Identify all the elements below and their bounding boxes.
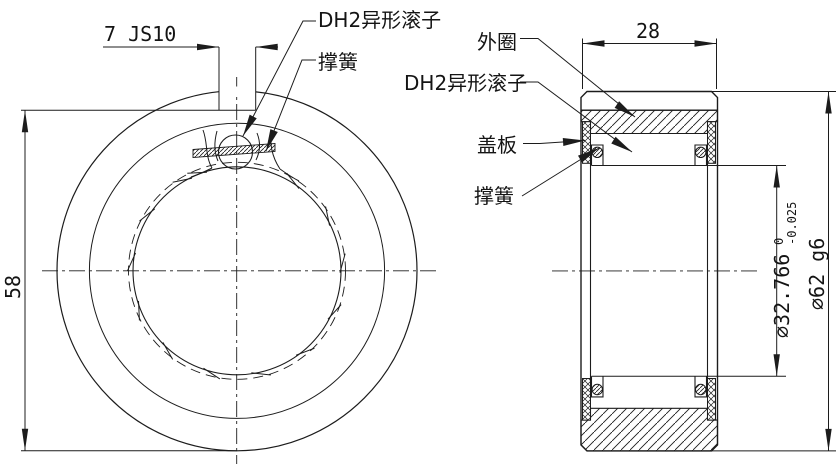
- spring-section: [695, 146, 707, 159]
- cover-plate-section: [582, 378, 591, 421]
- outer-ring-section-top: [580, 109, 719, 135]
- centerlines: [42, 77, 760, 464]
- cover-plate-section: [707, 121, 716, 164]
- spring-section: [591, 383, 603, 396]
- label-front-roller: DH2异形滚子: [318, 8, 441, 32]
- arrowheads: [21, 40, 832, 451]
- dim-bore-tol-lower: -0.025: [785, 202, 799, 245]
- label-outer-ring: 外圈: [477, 30, 517, 54]
- dim-keyway-depth-58: 58: [1, 275, 25, 299]
- section-view: [580, 90, 719, 452]
- front-view: [56, 86, 418, 452]
- dim-keyway-width: 7 JS10: [104, 22, 176, 46]
- dim-outer-diameter: ∅62 g6: [805, 238, 829, 310]
- dim-section-width-28: 28: [636, 19, 660, 43]
- label-section-spring: 撑簧: [474, 184, 514, 208]
- cover-plate-section: [582, 121, 591, 164]
- text-labels: 7 JS10 58 28 DH2异形滚子 撑簧 外圈 DH2异形滚子 盖板 撑簧…: [1, 8, 829, 338]
- spring-section: [695, 383, 707, 396]
- label-section-roller: DH2异形滚子: [404, 71, 527, 95]
- front-spring-band: [192, 143, 276, 158]
- cover-plate-section: [707, 378, 716, 421]
- outer-ring-section-bottom: [580, 407, 719, 452]
- dim-bore-value: ∅32.766: [770, 254, 794, 338]
- label-cover-plate: 盖板: [477, 133, 517, 157]
- label-front-spring: 撑簧: [318, 50, 358, 74]
- dim-bore-tol-upper: 0: [772, 238, 786, 245]
